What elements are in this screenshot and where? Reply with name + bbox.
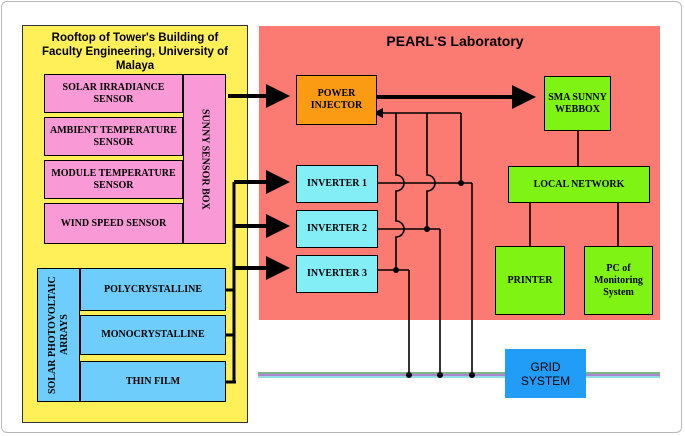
sunny-sensor-box: SUNNY SENSOR BOX [183, 74, 226, 244]
printer: PRINTER [495, 246, 565, 315]
sensor-label-line1: MODULE TEMPERATURE [51, 167, 176, 179]
sunny-sensor-box-label: SUNNY SENSOR BOX [199, 108, 211, 210]
grid-system: GRID SYSTEM [505, 349, 586, 398]
junction-dots [393, 180, 475, 378]
grid-line2: SYSTEM [520, 373, 571, 388]
sensor-label-line2: SENSOR [93, 93, 134, 105]
pc-line3: System [603, 286, 634, 298]
pv-monocrystalline: MONOCRYSTALLINE [80, 315, 226, 355]
power-injector-line1: POWER [317, 88, 356, 99]
pv-thin-film: THIN FILM [80, 361, 226, 402]
pc-monitoring-system: PC of Monitoring System [584, 246, 653, 315]
local-network: LOCAL NETWORK [508, 166, 650, 203]
webbox-line1: SMA SUNNY [548, 91, 607, 103]
network-wires [529, 131, 619, 246]
monitoring-return-wires [373, 108, 462, 270]
sensor-ambient-temperature: AMBIENT TEMPERATURE SENSOR [44, 117, 183, 156]
grid-bus-line [258, 372, 660, 378]
sensor-label-line1: SOLAR IRRADIANCE [62, 81, 165, 93]
sensor-label-line1: WIND SPEED SENSOR [60, 217, 167, 229]
power-injector-line2: INJECTOR [310, 100, 363, 111]
webbox-line2: WEBBOX [554, 103, 600, 115]
sensor-wind-speed: WIND SPEED SENSOR [44, 203, 183, 244]
grid-line1: GRID [530, 359, 561, 374]
sensor-label-line1: AMBIENT TEMPERATURE [50, 124, 177, 136]
power-injector: POWER INJECTOR [296, 75, 377, 125]
sensor-label-line2: SENSOR [93, 179, 134, 191]
sensor-module-temperature: MODULE TEMPERATURE SENSOR [44, 160, 183, 199]
pc-line1: PC of [606, 262, 631, 274]
pv-collector-wires [226, 182, 236, 384]
inverter-3: INVERTER 3 [296, 255, 378, 293]
pc-line2: Monitoring [594, 274, 643, 286]
sma-sunny-webbox: SMA SUNNY WEBBOX [544, 76, 611, 131]
solar-pv-arrays: SOLAR PHOTOVOLTAIC ARRAYS [37, 268, 80, 402]
lab-title: PEARL'S Laboratory [386, 33, 524, 49]
sensor-label-line2: SENSOR [93, 136, 134, 148]
rooftop-title-line1: Rooftop of Tower's Building of [51, 32, 219, 44]
rooftop-title-line2: Faculty Engineering, University of Malay… [42, 46, 228, 72]
inverter-2: INVERTER 2 [296, 210, 378, 248]
inverter-1: INVERTER 1 [296, 165, 378, 203]
pv-polycrystalline: POLYCRYSTALLINE [80, 268, 226, 311]
sensor-solar-irradiance: SOLAR IRRADIANCE SENSOR [44, 74, 183, 113]
rooftop-title: Rooftop of Tower's Building of Faculty E… [24, 31, 246, 73]
inverter-output-wires [378, 182, 473, 375]
